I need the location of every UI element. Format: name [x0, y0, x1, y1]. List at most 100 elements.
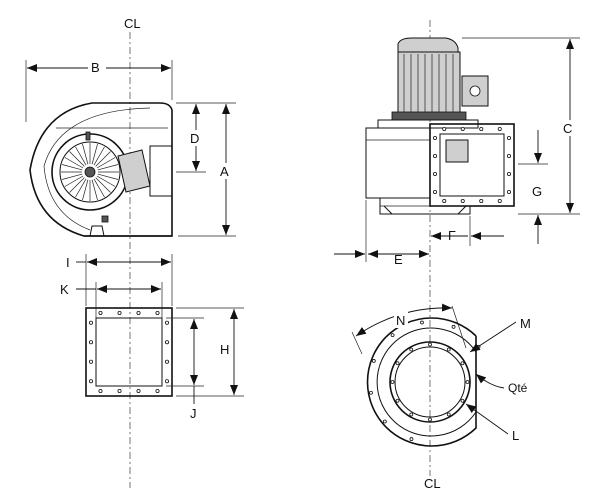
bolt-hole: [442, 198, 447, 203]
bolt-hole: [420, 320, 424, 325]
bolt-hole: [98, 310, 103, 315]
bolt-hole: [506, 135, 511, 140]
motor-fin: [75, 146, 87, 166]
outlet-flange-holes: [432, 127, 511, 203]
bolt-hole: [155, 310, 160, 315]
outlet-flange-square: [85, 307, 173, 397]
label-l: L: [512, 428, 519, 443]
scroll-inner-line: [43, 107, 151, 231]
bolt-hole: [497, 198, 502, 203]
bolt-hole: [442, 127, 447, 132]
bolt-hole: [460, 361, 465, 366]
bolt-hole: [428, 342, 432, 347]
label-g: G: [532, 184, 542, 199]
motor-fan-cover: [397, 37, 459, 55]
bolt-hole: [89, 379, 94, 384]
bolt-hole: [382, 419, 387, 424]
label-c: C: [563, 121, 572, 136]
label-n: N: [396, 313, 405, 328]
bolt-hole: [371, 359, 376, 363]
inlet-ring-outer: [389, 341, 471, 423]
bolt-hole: [506, 189, 511, 194]
dim-b: B: [25, 58, 173, 122]
label-h: H: [220, 342, 229, 357]
dim-c: C: [462, 37, 580, 215]
outlet-inner-part: [445, 139, 469, 163]
motor-fin: [64, 175, 84, 187]
bolt-hole: [497, 127, 502, 132]
inlet-view: [366, 317, 481, 447]
motor-fin: [61, 164, 83, 171]
motor-fin: [97, 164, 119, 171]
outlet-flange-opening: [95, 317, 163, 387]
dim-e-f: E F: [334, 200, 504, 267]
motor-flange: [391, 111, 467, 121]
side-foot: [89, 225, 105, 237]
bolt-hole: [446, 412, 451, 417]
label-qte: Qté: [508, 381, 528, 395]
inlet-housing: [366, 317, 477, 447]
motor-fin: [69, 151, 85, 167]
bolt-hole: [409, 437, 414, 441]
dim-h-j: H J: [166, 307, 244, 421]
dim-n: N: [351, 303, 467, 355]
label-b: B: [91, 60, 100, 75]
label-e: E: [394, 252, 403, 267]
bolt-hole: [395, 361, 400, 366]
dim-g: G: [518, 130, 548, 244]
bolt-hole: [390, 380, 395, 384]
motor-fin: [96, 175, 116, 187]
bolt-hole: [89, 359, 94, 364]
bolt-hole: [479, 127, 484, 132]
bolt-hole: [409, 412, 414, 417]
outlet-square-flange-holes: [89, 310, 169, 393]
motor-fin: [95, 151, 111, 167]
label-m: M: [520, 316, 531, 331]
bolt-hole: [432, 171, 437, 176]
motor-fins: [61, 143, 119, 201]
side-top-tab: [85, 131, 91, 141]
motor-fin: [93, 146, 105, 166]
side-terminal-box: [117, 149, 151, 193]
bolt-hole: [155, 388, 160, 393]
bolt-hole: [432, 135, 437, 140]
terminal-box: [461, 75, 489, 107]
bolt-hole: [136, 310, 141, 315]
bolt-hole: [117, 388, 122, 393]
motor-fin: [64, 157, 84, 169]
bolt-hole: [136, 388, 141, 393]
motor-body: [397, 51, 461, 115]
bolt-hole: [98, 388, 103, 393]
motor-ribs: [403, 54, 454, 112]
inlet-ring-inner: [394, 346, 466, 418]
bolt-hole: [446, 347, 451, 352]
bolt-hole: [369, 390, 373, 395]
dim-d: D: [176, 102, 206, 173]
side-view: [29, 102, 173, 237]
dim-a: A: [178, 102, 236, 237]
bolt-hole: [395, 398, 400, 403]
label-i: I: [66, 255, 70, 270]
label-j: J: [190, 406, 197, 421]
dim-i-k: I K: [60, 254, 173, 318]
scroll-housing: [29, 102, 173, 237]
motor-fin: [91, 179, 98, 201]
label-f: F: [448, 228, 456, 243]
bolt-hole: [479, 198, 484, 203]
bolt-hole: [164, 379, 169, 384]
bolt-hole: [428, 417, 432, 422]
bolt-hole: [390, 333, 395, 337]
bolt-hole: [460, 198, 465, 203]
motor-hub: [84, 166, 96, 178]
motor-fin: [82, 143, 89, 165]
motor-fin: [95, 177, 111, 193]
outlet-stub: [149, 145, 173, 197]
bolt-hole: [506, 153, 511, 158]
motor-fin: [97, 173, 119, 180]
motor-fin: [61, 173, 83, 180]
motor-fin: [75, 178, 87, 198]
outlet-flange-view: [85, 307, 173, 397]
bolt-hole: [164, 340, 169, 345]
